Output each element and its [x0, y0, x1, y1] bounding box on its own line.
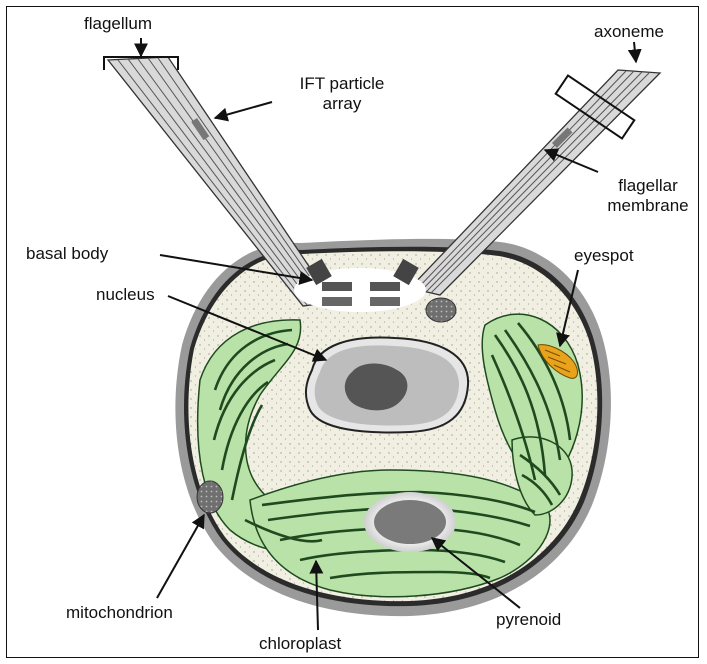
pyrenoid — [364, 492, 456, 552]
arrow-ift — [215, 102, 272, 118]
nucleus — [306, 337, 468, 432]
label-ift-particle-array: IFT particle array — [292, 74, 392, 114]
label-chloroplast: chloroplast — [259, 634, 341, 654]
label-mitochondrion: mitochondrion — [66, 603, 173, 623]
label-flagellum: flagellum — [84, 14, 152, 34]
arrow-mitochondrion — [157, 515, 204, 598]
label-eyespot: eyespot — [574, 246, 634, 266]
pyrenoid-core — [374, 500, 446, 544]
mitochondrion-upper-right — [426, 298, 456, 322]
label-flagellar-line1: flagellar — [598, 176, 698, 196]
label-pyrenoid: pyrenoid — [496, 610, 561, 630]
label-basal-body: basal body — [26, 244, 108, 264]
label-nucleus: nucleus — [96, 285, 155, 305]
label-flagellar-membrane: flagellar membrane — [598, 176, 698, 216]
label-flagellar-line2: membrane — [598, 196, 698, 216]
arrow-axoneme — [634, 42, 636, 62]
mitochondrion-lower-left — [197, 481, 223, 513]
label-ift-line1: IFT particle — [292, 74, 392, 94]
label-axoneme: axoneme — [594, 22, 664, 42]
label-ift-line2: array — [292, 94, 392, 114]
